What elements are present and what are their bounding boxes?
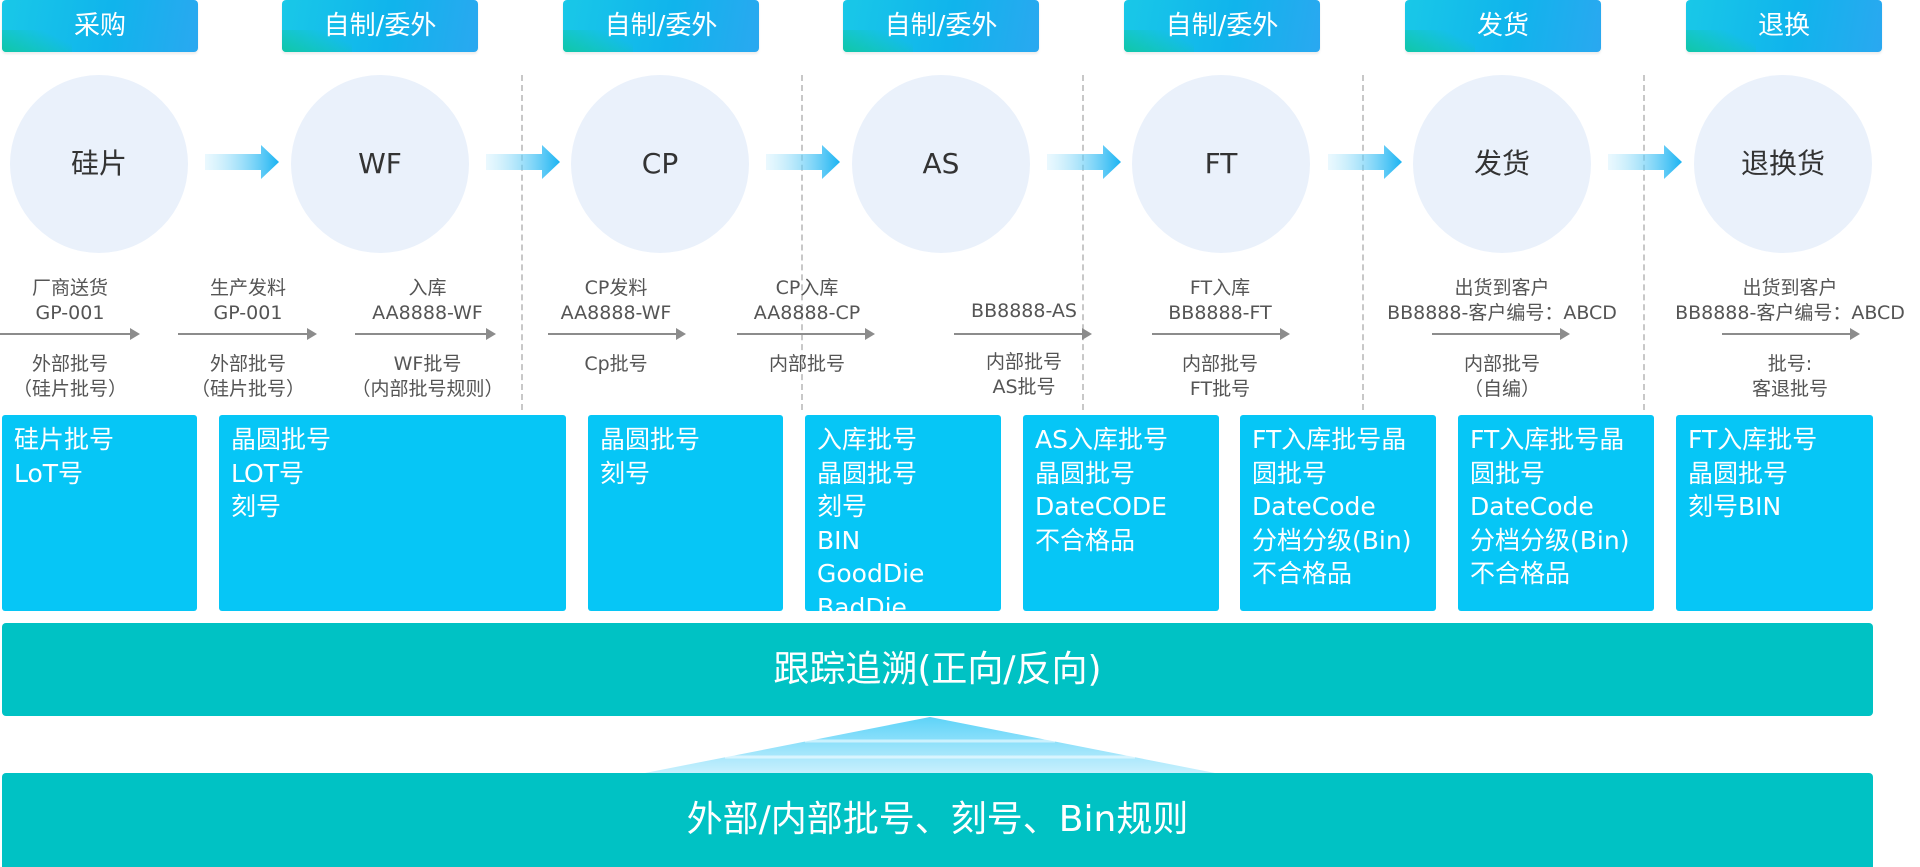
node-label: WF [358, 147, 402, 180]
stage-return: 退换 [1686, 0, 1882, 52]
note-arrow [1432, 328, 1570, 340]
rule-bar-label: 外部/内部批号、刻号、Bin规则 [686, 799, 1189, 840]
node-return-exchange: 退换货 [1694, 75, 1872, 253]
stage-divider [1362, 75, 1364, 410]
note-arrow [0, 328, 140, 340]
note-bottom: 批号:客退批号 [1751, 353, 1828, 400]
note-top: BB8888-AS [971, 300, 1077, 322]
stage-shipping: 发货 [1405, 0, 1601, 52]
node-label: 退换货 [1740, 147, 1825, 180]
support-triangle-icon [645, 717, 1215, 773]
stage-divider [801, 75, 803, 410]
stage-label: 发货 [1476, 11, 1529, 41]
trace-bar-label: 跟踪追溯(正向/反向) [773, 649, 1102, 690]
flow-arrow-icon [1328, 145, 1402, 179]
note-bottom: 外部批号（硅片批号） [12, 353, 127, 400]
flow-arrow-icon [486, 145, 560, 179]
flow-arrow-icon [205, 145, 279, 179]
node-ft: FT [1132, 75, 1310, 253]
node-label: 发货 [1473, 147, 1530, 180]
flow-arrow-icon [766, 145, 840, 179]
stage-make-or-outsource-wf: 自制/委外 [282, 0, 478, 52]
note-arrow [954, 328, 1092, 340]
stage-divider [521, 75, 523, 410]
node-as: AS [852, 75, 1030, 253]
node-wafer: 硅片 [10, 75, 188, 253]
stage-divider [1082, 75, 1084, 410]
note-bottom: 内部批号（自编） [1463, 353, 1540, 400]
node-label: 硅片 [70, 147, 127, 180]
note-bottom: WF批号（内部批号规则） [351, 353, 504, 400]
stage-label: 自制/委外 [1165, 11, 1279, 41]
stage-make-or-outsource-as: 自制/委外 [843, 0, 1039, 52]
note-bottom: 外部批号（硅片批号） [190, 353, 305, 400]
note-arrow [178, 328, 317, 340]
node-shipping: 发货 [1413, 75, 1591, 253]
stage-label: 采购 [73, 11, 126, 41]
node-label: FT [1204, 147, 1238, 180]
stage-label: 自制/委外 [884, 11, 998, 41]
note-bottom: 内部批号 [768, 353, 845, 375]
stage-label: 自制/委外 [323, 11, 437, 41]
node-label: AS [922, 147, 960, 180]
node-label: CP [641, 147, 679, 180]
attribute-box-return: FT入库批号晶圆批号刻号BIN [1676, 415, 1873, 611]
node-wf: WF [291, 75, 469, 253]
stage-make-or-outsource-cp: 自制/委外 [563, 0, 759, 52]
rule-bar: 外部/内部批号、刻号、Bin规则 [2, 773, 1873, 867]
note-bottom: Cp批号 [584, 353, 648, 375]
stage-label: 退换 [1757, 11, 1810, 41]
flow-arrow-icon [1608, 145, 1682, 179]
note-arrow [355, 328, 496, 340]
flow-arrow-icon [1047, 145, 1121, 179]
stage-procurement: 采购 [2, 0, 198, 52]
node-cp: CP [571, 75, 749, 253]
note-arrow [1152, 328, 1290, 340]
note-arrow [548, 328, 686, 340]
trace-bar: 跟踪追溯(正向/反向) [2, 623, 1873, 716]
stage-divider [1643, 75, 1645, 410]
note-arrow [1722, 328, 1860, 340]
stage-label: 自制/委外 [604, 11, 718, 41]
stage-make-or-outsource-ft: 自制/委外 [1124, 0, 1320, 52]
attribute-box-cp: 晶圆批号刻号 [588, 415, 783, 611]
note-arrow [737, 328, 875, 340]
